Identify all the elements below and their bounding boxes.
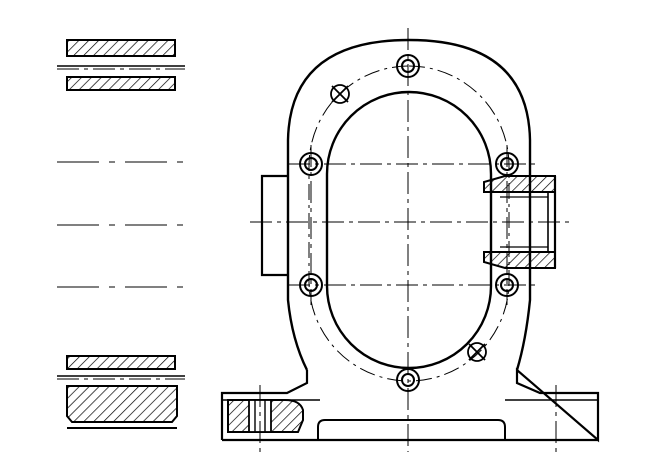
- bolt-holes: [299, 54, 519, 392]
- right-boss-lower-section: [483, 251, 556, 269]
- housing-outer: [286, 38, 532, 371]
- centerlines: [250, 28, 570, 452]
- pin-holes: [330, 84, 487, 362]
- left-section-strips: [57, 39, 185, 429]
- pin-hole-upper-left: [330, 84, 350, 104]
- housing-cavity: [325, 90, 493, 370]
- left-boss: [260, 174, 288, 277]
- bottom-strip-upper: [66, 355, 176, 370]
- top-strip-lower: [66, 76, 176, 91]
- base-flange-outline: [220, 367, 600, 443]
- bottom-strip-profile: [66, 385, 178, 423]
- front-view: [220, 28, 600, 452]
- top-strip-upper: [66, 39, 176, 57]
- bolt-circle: [308, 65, 510, 382]
- pin-hole-lower-right: [467, 342, 487, 362]
- base-inner-recess: [317, 419, 506, 440]
- right-boss-upper-section: [483, 175, 556, 193]
